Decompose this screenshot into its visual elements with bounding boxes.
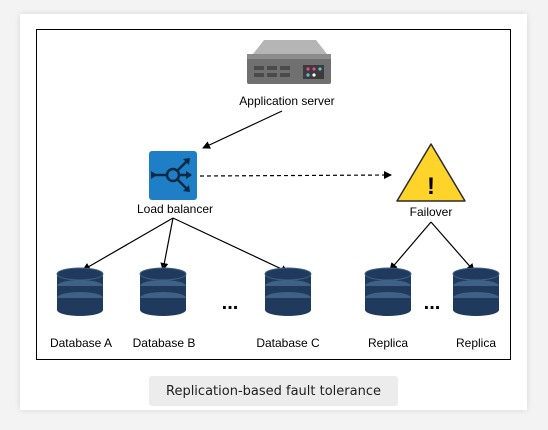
db-a-label: Database A (50, 336, 112, 350)
arrow-lb-to-db-b (160, 217, 174, 271)
warning-icon (396, 143, 466, 202)
failover-label: Failover (410, 205, 453, 219)
database-icon (452, 267, 500, 317)
arrow-lb-to-db-c (172, 217, 289, 273)
load-balancer-label: Load balancer (137, 202, 213, 216)
arrow-lb-to-db-a (82, 217, 174, 271)
architecture-diagram: Application server Load balancer ! Failo… (50, 40, 500, 350)
arrow-failover-to-replica-2 (430, 221, 475, 272)
arrow-lb-to-failover (199, 171, 392, 180)
arrow-server-to-lb (202, 110, 283, 149)
database-icon (139, 267, 187, 317)
server-icon (247, 40, 331, 84)
diagram-frame (36, 29, 511, 360)
database-icon (56, 267, 104, 317)
database-icon (364, 267, 412, 317)
failover-exclamation: ! (427, 173, 435, 200)
load-balancer-icon (149, 151, 197, 200)
replica-1-label: Replica (368, 336, 408, 350)
db-c-label: Database C (256, 336, 320, 350)
replica-2-label: Replica (456, 336, 496, 350)
database-icon (264, 267, 312, 317)
arrow-failover-to-replica-1 (389, 221, 432, 271)
diagram-card: Application server Load balancer ! Failo… (20, 14, 527, 410)
ellipsis-replicas: ... (424, 292, 441, 314)
ellipsis-databases: ... (222, 292, 239, 314)
app-server-label: Application server (239, 94, 334, 108)
db-b-label: Database B (133, 336, 196, 350)
figure-caption: Replication-based fault tolerance (149, 376, 398, 406)
